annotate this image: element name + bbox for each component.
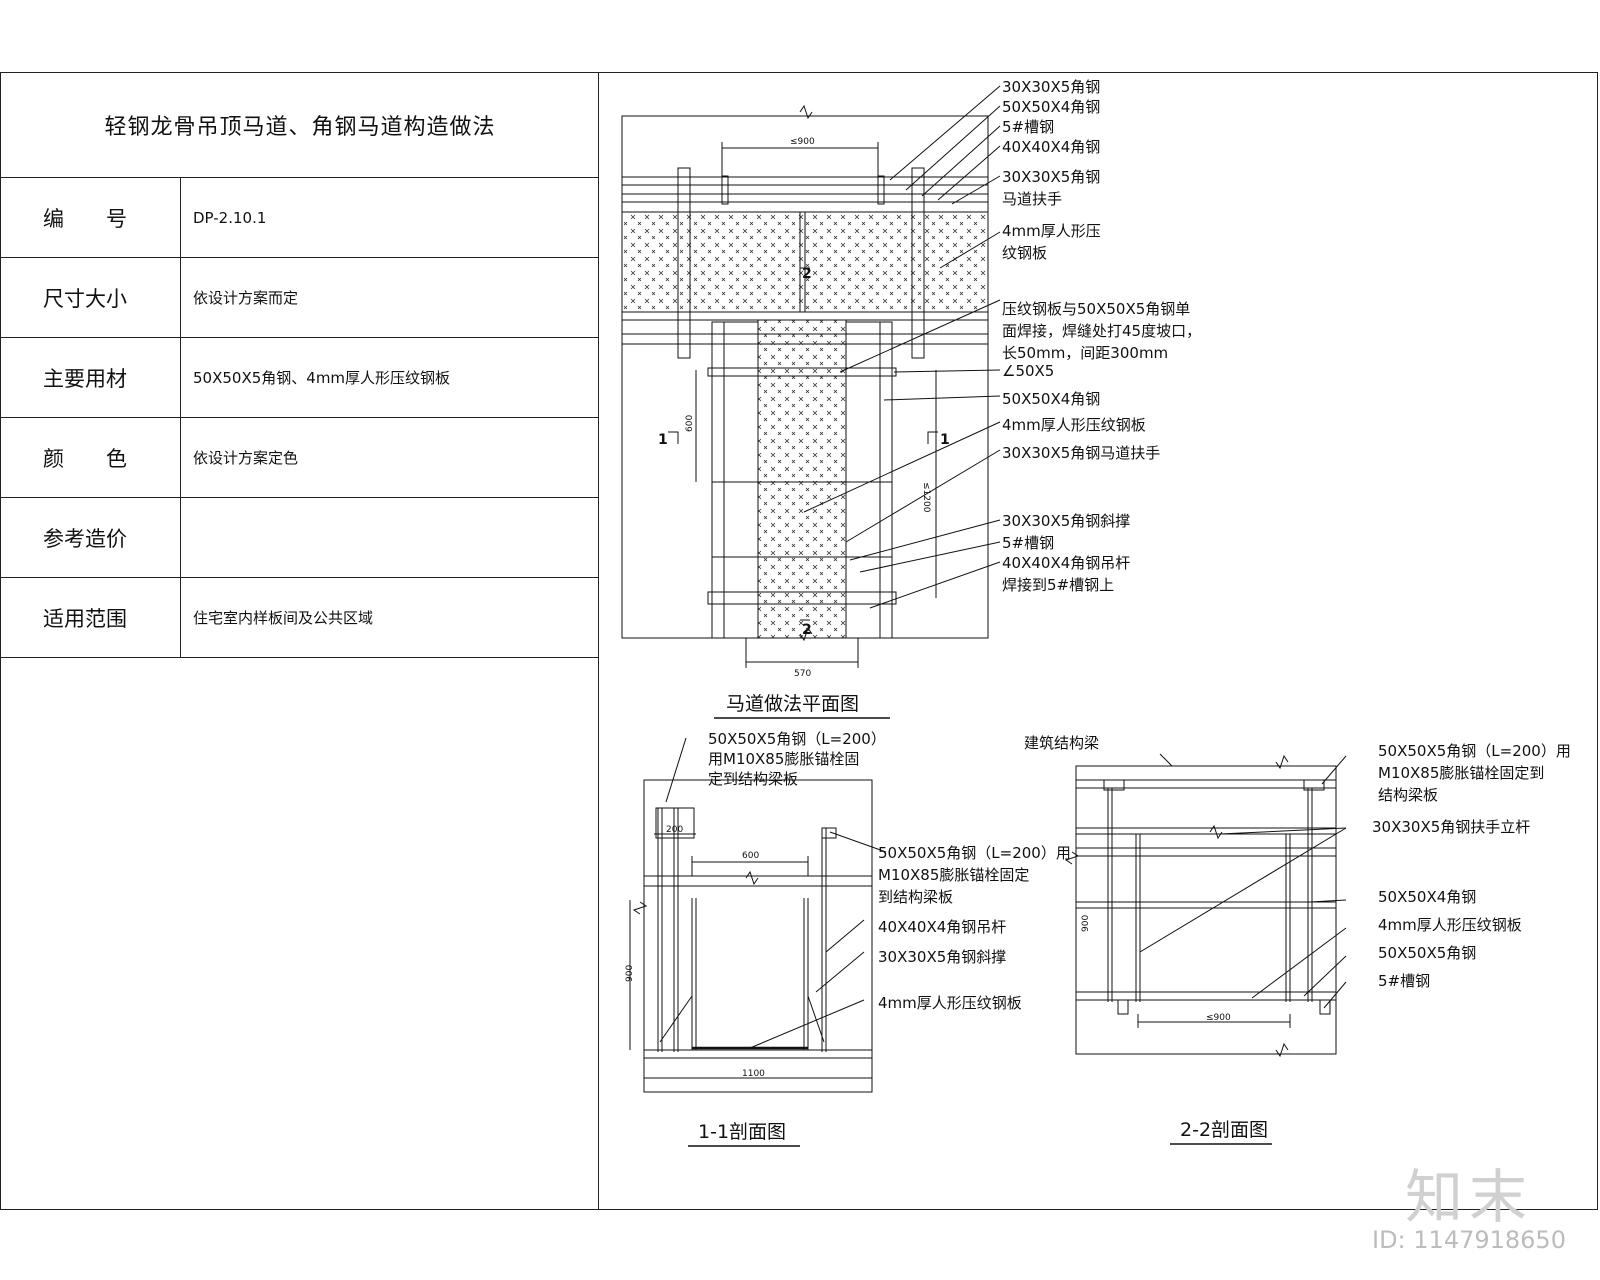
callout: 长50mm，间距300mm xyxy=(1002,344,1168,362)
callout: 4mm厚人形压纹钢板 xyxy=(878,994,1022,1012)
drawing-area: ≤900 600 ≤1200 570 1 1 2 2 30X30X5角钢 50X… xyxy=(621,78,1571,1147)
callout: 5#槽钢 xyxy=(1002,118,1054,136)
callout: 定到结构梁板 xyxy=(708,770,798,788)
callout: 50X50X5角钢（L=200）用 xyxy=(878,844,1071,862)
callout: 到结构梁板 xyxy=(878,888,953,906)
info-value: 住宅室内样板间及公共区域 xyxy=(193,609,374,627)
info-label: 主要用材 xyxy=(1,338,181,417)
section-2-dimensions: 900 ≤900 xyxy=(1081,915,1231,1023)
callout: ∠50X5 xyxy=(1002,362,1054,380)
dim-600: 600 xyxy=(685,415,695,432)
callout: 30X30X5角钢马道扶手 xyxy=(1002,444,1160,462)
callout: 30X30X5角钢 xyxy=(1002,168,1100,186)
section-2-view xyxy=(1064,753,1347,1058)
info-value: 依设计方案定色 xyxy=(193,449,299,467)
info-row-scope: 适用范围 住宅室内样板间及公共区域 xyxy=(1,578,599,658)
info-value: 50X50X5角钢、4mm厚人形压纹钢板 xyxy=(193,369,451,387)
callout: 30X30X5角钢斜撑 xyxy=(1002,512,1130,530)
info-row-size: 尺寸大小 依设计方案而定 xyxy=(1,258,599,338)
plan-dimensions: ≤900 600 ≤1200 570 1 1 2 2 xyxy=(658,137,950,679)
plan-view xyxy=(621,85,1001,668)
info-label: 适用范围 xyxy=(1,578,181,657)
dim-200: 200 xyxy=(666,825,683,835)
callout: 焊接到5#槽钢上 xyxy=(1002,576,1114,594)
callout: M10X85膨胀锚栓固定到 xyxy=(1378,764,1544,782)
dim-spacing: ≤900 xyxy=(1206,1013,1231,1023)
section-1-view xyxy=(629,737,887,1093)
info-panel: 轻钢龙骨吊顶马道、角钢马道构造做法 编 号 DP-2.10.1 尺寸大小 依设计… xyxy=(1,73,599,1209)
callout: 50X50X5角钢（L=200） xyxy=(708,730,886,748)
callout: 5#槽钢 xyxy=(1378,972,1430,990)
info-label: 参考造价 xyxy=(1,498,181,577)
dim-900: 900 xyxy=(1081,915,1091,932)
callout: 40X40X4角钢 xyxy=(1002,138,1100,156)
dim-900: 900 xyxy=(625,965,635,982)
callout: 建筑结构梁 xyxy=(1024,734,1099,752)
callout: 马道扶手 xyxy=(1002,190,1062,208)
info-label: 颜 色 xyxy=(1,418,181,497)
callout: 50X50X4角钢 xyxy=(1002,98,1100,116)
info-row-color: 颜 色 依设计方案定色 xyxy=(1,418,599,498)
callout: 50X50X5角钢 xyxy=(1378,944,1476,962)
id-tag: ID: 1147918650 xyxy=(1372,1226,1566,1254)
section-2-callouts: 建筑结构梁 50X50X5角钢（L=200）用 M10X85膨胀锚栓固定到 结构… xyxy=(1024,734,1571,990)
info-value: 依设计方案而定 xyxy=(193,289,299,307)
brand-watermark: 知末 xyxy=(1405,1163,1534,1231)
callout: 50X50X4角钢 xyxy=(1002,390,1100,408)
section-mark-1-right: 1 xyxy=(940,432,950,448)
section-2-caption: 2-2剖面图 xyxy=(1180,1119,1268,1141)
section-1-caption: 1-1剖面图 xyxy=(698,1121,786,1143)
info-row-code: 编 号 DP-2.10.1 xyxy=(1,178,599,258)
plan-callouts: 30X30X5角钢 50X50X4角钢 5#槽钢 40X40X4角钢 30X30… xyxy=(1002,78,1201,594)
section-mark-1-left: 1 xyxy=(658,432,668,448)
drawing-sheet: 轻钢龙骨吊顶马道、角钢马道构造做法 编 号 DP-2.10.1 尺寸大小 依设计… xyxy=(0,72,1598,1210)
section-mark-2-bottom: 2 xyxy=(802,622,812,638)
callout: 5#槽钢 xyxy=(1002,534,1054,552)
callout: 4mm厚人形压纹钢板 xyxy=(1002,416,1146,434)
dim-600: 600 xyxy=(742,851,759,861)
callout: M10X85膨胀锚栓固定 xyxy=(878,866,1029,884)
callout: 30X30X5角钢扶手立杆 xyxy=(1372,818,1530,836)
callout: 50X50X5角钢（L=200）用 xyxy=(1378,742,1571,760)
dim-1100: 1100 xyxy=(742,1069,765,1079)
callout: 30X30X5角钢斜撑 xyxy=(878,948,1006,966)
section-1-dimensions: 200 600 900 1100 xyxy=(625,825,765,1079)
callout: 50X50X4角钢 xyxy=(1378,888,1476,906)
callout: 用M10X85膨胀锚栓固 xyxy=(708,750,859,768)
info-row-material: 主要用材 50X50X5角钢、4mm厚人形压纹钢板 xyxy=(1,338,599,418)
callout: 结构梁板 xyxy=(1378,786,1438,804)
dim-900: ≤900 xyxy=(790,137,815,147)
callout: 30X30X5角钢 xyxy=(1002,78,1100,96)
info-label: 编 号 xyxy=(1,178,181,257)
callout: 4mm厚人形压 xyxy=(1002,222,1101,240)
plan-caption: 马道做法平面图 xyxy=(726,693,859,715)
callout: 40X40X4角钢吊杆 xyxy=(1002,554,1130,572)
dim-1200: ≤1200 xyxy=(921,482,931,513)
dim-570: 570 xyxy=(794,669,811,679)
section-1-callouts: 50X50X5角钢（L=200） 用M10X85膨胀锚栓固 定到结构梁板 50X… xyxy=(708,730,1071,1012)
callout: 4mm厚人形压纹钢板 xyxy=(1378,916,1522,934)
callout: 40X40X4角钢吊杆 xyxy=(878,918,1006,936)
section-mark-2-top: 2 xyxy=(802,266,812,282)
info-label: 尺寸大小 xyxy=(1,258,181,337)
callout: 压纹钢板与50X50X5角钢单 xyxy=(1002,300,1190,318)
info-row-price: 参考造价 xyxy=(1,498,599,578)
callout: 面焊接，焊缝处打45度坡口， xyxy=(1002,322,1201,340)
info-value: DP-2.10.1 xyxy=(193,208,267,227)
callout: 纹钢板 xyxy=(1002,244,1047,262)
sheet-title: 轻钢龙骨吊顶马道、角钢马道构造做法 xyxy=(1,73,599,178)
